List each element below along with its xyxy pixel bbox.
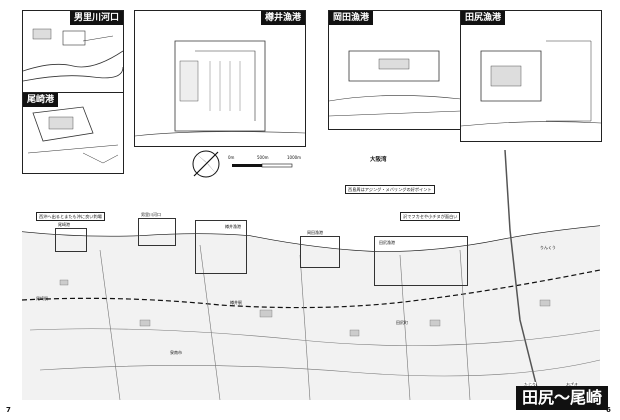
- spot-box-okada: [300, 236, 340, 268]
- label-sennan-city: 泉南市: [170, 350, 182, 355]
- scale-label-0: 0m: [228, 155, 235, 160]
- spot-box-ozaki: [55, 228, 87, 252]
- title-ruby-tajiri: たじり: [524, 382, 536, 388]
- inset-okada-title: 岡田漁港: [329, 11, 374, 25]
- inset-tajiri: 田尻漁港: [460, 10, 602, 142]
- inset-ozaki-port: 尾崎港: [22, 92, 124, 174]
- title-ruby-ozaki: おざき: [566, 382, 578, 388]
- label-tarui-station: 樽井駅: [230, 300, 242, 305]
- inset-ozaki-title: 尾崎港: [23, 93, 59, 107]
- page-title: 田尻〜尾崎: [515, 386, 608, 410]
- okada-map: [329, 50, 461, 117]
- tarui-map: [135, 40, 305, 137]
- spot-tag-tarui: 樽井漁港: [224, 224, 242, 230]
- page-number-left: 7: [6, 406, 11, 414]
- callout-area: 西沖へ出るとまたも沖に良い釣場: [36, 212, 105, 221]
- label-tajiri-town: 田尻町: [396, 320, 408, 325]
- otozato-map: [23, 28, 123, 82]
- spot-box-otozato: [138, 218, 176, 246]
- inset-otozato-title: 男里川河口: [69, 11, 123, 25]
- compass-icon: [192, 150, 220, 178]
- inset-okada: 岡田漁港: [328, 10, 462, 130]
- label-rinku: りんくう: [540, 245, 556, 250]
- scale-bar: [232, 163, 293, 168]
- spot-box-tajiri: [374, 236, 468, 286]
- ozaki-port-map: [27, 106, 119, 164]
- scale-label-500: 500m: [257, 155, 269, 160]
- callout-fish: 沢でフカセや小チヌが面白い: [400, 212, 461, 221]
- inset-tarui: 樽井漁港: [134, 10, 306, 147]
- spot-tag-otozato: 男里川河口: [140, 212, 162, 218]
- osaka-bay-label: 大阪湾: [370, 157, 387, 163]
- callout-spot: 西島周はアジング・メバリングの好ポイント: [345, 185, 435, 194]
- inset-tarui-title: 樽井漁港: [260, 11, 305, 25]
- inset-tajiri-title: 田尻漁港: [461, 11, 506, 25]
- spot-tag-ozaki: 尾崎港: [57, 222, 71, 228]
- label-ozaki-station: 尾崎駅: [36, 296, 48, 301]
- scale-label-1000: 1000m: [287, 155, 302, 160]
- spot-tag-okada: 岡田漁港: [306, 230, 324, 236]
- tajiri-map: [461, 40, 601, 127]
- spot-tag-tajiri: 田尻漁港: [378, 240, 396, 246]
- inset-otozato: 男里川河口: [22, 10, 124, 94]
- page-number-right: 6: [606, 406, 611, 414]
- spot-box-tarui: [195, 220, 247, 274]
